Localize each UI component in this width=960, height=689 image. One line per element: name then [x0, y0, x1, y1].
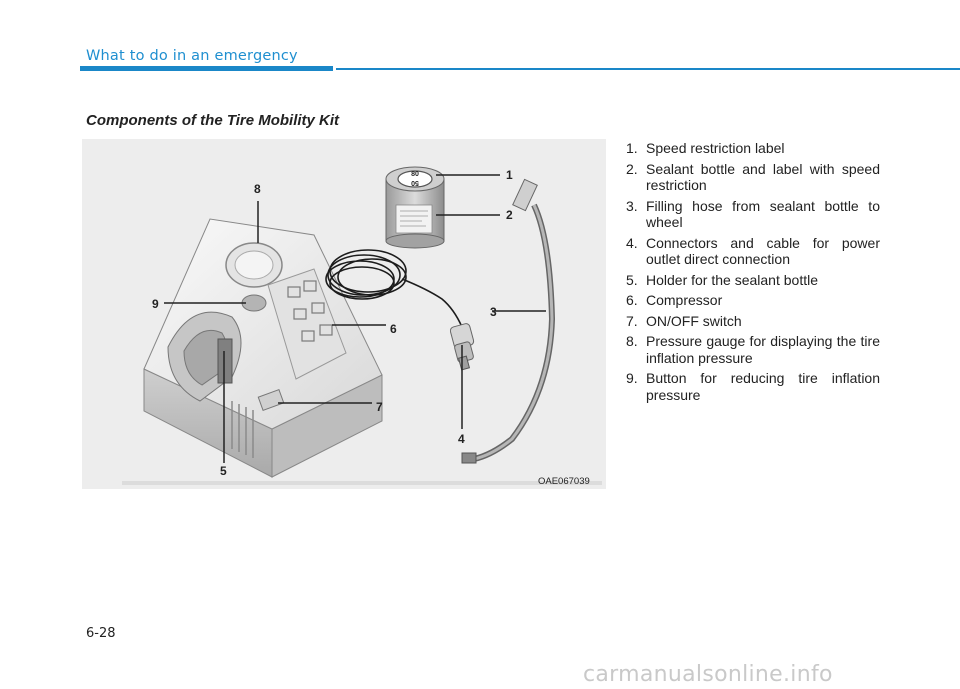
sealant-bottle: 80 50 [385, 166, 445, 249]
list-item: 7.ON/OFF switch [626, 312, 742, 329]
compressor-body [143, 218, 383, 478]
callout-2: 2 [506, 208, 513, 222]
section-title: What to do in an emergency [86, 48, 298, 64]
power-cable-coil [325, 249, 463, 328]
callout-8: 8 [254, 182, 261, 196]
callout-9: 9 [152, 297, 159, 311]
list-item: 1.Speed restriction label [626, 140, 785, 156]
header-rule-thin [336, 68, 960, 70]
list-item: 4.Connectors and cable for power outlet … [626, 234, 880, 268]
on-off-switch-icon [257, 389, 285, 411]
callout-7: 7 [376, 400, 383, 414]
list-item: 5.Holder for the sealant bottle [626, 271, 818, 288]
callout-6: 6 [390, 322, 397, 336]
list-item: 6.Compressor [626, 292, 723, 308]
page-number: 6-28 [86, 626, 116, 641]
page-heading: Components of the Tire Mobility Kit [86, 112, 340, 129]
filling-hose [461, 178, 556, 464]
figure-code: OAE067039 [538, 476, 590, 487]
list-item: 9.Button for reducing tire inflation pre… [626, 370, 880, 403]
list-item: 2.Sealant bottle and label with speed re… [626, 160, 880, 194]
callout-1: 1 [506, 168, 513, 182]
list-item: 3.Filling hose from sealant bottle to wh… [626, 197, 880, 231]
list-item: 8.Pressure gauge for displaying the tire… [626, 333, 880, 366]
bottle-speed-label-top: 80 [411, 171, 419, 178]
tire-mobility-kit-illustration: 80 50 [82, 139, 606, 489]
header-rule-thick [80, 66, 333, 71]
watermark: carmanualsonline.info [583, 662, 833, 687]
bottle-speed-label-bottom: 50 [411, 179, 419, 186]
power-plug-icon [449, 323, 475, 371]
callout-4: 4 [458, 432, 465, 446]
components-list: 1.Speed restriction label 2.Sealant bott… [626, 140, 880, 407]
callout-5: 5 [220, 464, 227, 478]
callout-3: 3 [490, 305, 497, 319]
